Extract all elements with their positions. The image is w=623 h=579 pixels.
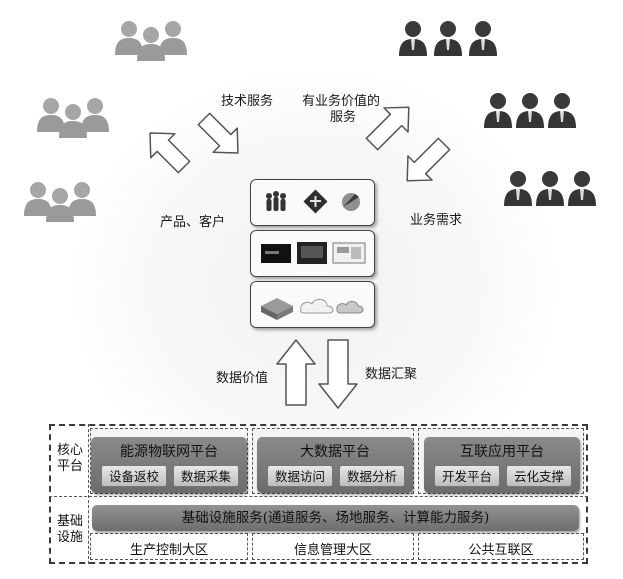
value-service-label-line1: 有业务价值的 [302,94,381,109]
zone-label: 公共互联区 [468,543,534,558]
frame-side-divider [88,424,89,564]
business-demand-label: 业务需求 [410,213,463,228]
group-title: 大数据平台 [300,444,370,460]
iot-platform-group: 能源物联网平台 设备返校 数据采集 [91,437,247,493]
core-platform-label-line1: 核心 [56,443,83,458]
data-gathering-label: 数据汇聚 [365,367,418,382]
platform-item: 设备返校 [101,465,167,487]
data-value-label: 数据价值 [216,371,269,386]
app-platform-group: 互联应用平台 开发平台 云化支撑 [424,437,580,493]
core-platform-label-line2: 平台 [56,459,83,474]
screens-icon [261,242,366,264]
frame-divider [49,496,588,497]
zone-label: 信息管理大区 [293,543,372,558]
platform-item: 数据采集 [173,465,239,487]
big-data-platform-group: 大数据平台 数据访问 数据分析 [257,437,413,493]
infrastructure-side-label: 基础 设施 [53,514,87,546]
core-platform-side-label: 核心 平台 [53,443,87,475]
platform-item: 云化支撑 [506,465,572,487]
hub-panel-applications [250,179,375,226]
platform-item: 开发平台 [434,465,500,487]
infrastructure-label-line2: 设施 [56,530,83,545]
hub-panel-screens [250,230,375,277]
infrastructure-service-bar: 基础设施服务(通道服务、场地服务、计算能力服务) [92,505,579,531]
zone-box [90,533,248,560]
zone-label: 生产控制大区 [129,543,208,558]
tech-service-label: 技术服务 [221,94,274,109]
server-cloud-icon [261,298,364,320]
products-customers-label: 产品、客户 [160,215,226,230]
group-title: 互联应用平台 [460,444,544,460]
hub-panel-infrastructure [250,281,375,328]
infrastructure-label-line1: 基础 [56,514,83,529]
platform-item: 数据访问 [267,465,333,487]
people-tools-globe-icon [266,189,360,214]
zone-box [418,533,584,560]
platform-frame [49,424,588,564]
platform-item: 数据分析 [339,465,405,487]
group-title: 能源物联网平台 [120,444,218,460]
zone-box [252,533,414,560]
value-service-label-line2: 服务 [330,110,357,125]
